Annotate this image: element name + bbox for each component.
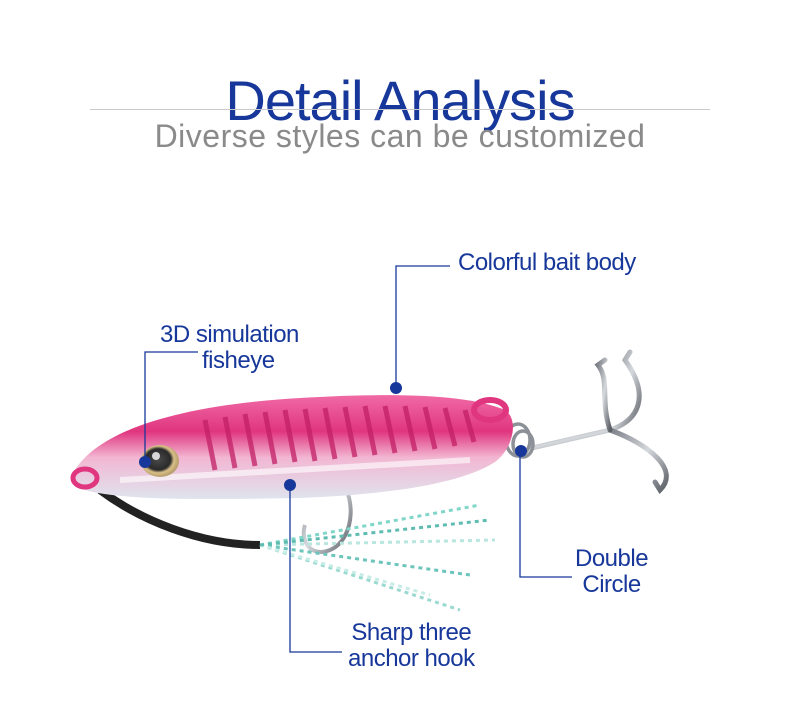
- treble-hook: [529, 349, 669, 494]
- callout-double-circle: Double Circle: [575, 545, 649, 598]
- callout-dot-eye: [139, 456, 151, 468]
- callout-lines: [144, 265, 572, 653]
- lure-body: [70, 395, 513, 500]
- callout-fisheye-line1: 3D simulation: [160, 321, 299, 348]
- page-subtitle: Diverse styles can be customized: [154, 118, 646, 154]
- callout-hook-line1: Sharp three: [351, 619, 472, 646]
- callout-dot-circle: [515, 445, 527, 457]
- page-title: Detail Analysis: [225, 68, 575, 132]
- callout-fisheye: 3D simulation fisheye: [160, 322, 299, 374]
- callout-dot-hook: [284, 479, 296, 491]
- callout-hook-line2: anchor hook: [348, 645, 475, 672]
- callout-circle-line2: Circle: [582, 571, 641, 598]
- fisheye-icon: [141, 445, 179, 477]
- callout-dot-bait: [390, 382, 402, 394]
- callout-bait-body: Colorful bait body: [458, 249, 636, 276]
- callout-fisheye-line2: fisheye: [202, 347, 275, 374]
- callout-circle-line1: Double: [575, 545, 649, 572]
- title-divider: [90, 109, 710, 110]
- callout-anchor-hook: Sharp three anchor hook: [348, 620, 475, 672]
